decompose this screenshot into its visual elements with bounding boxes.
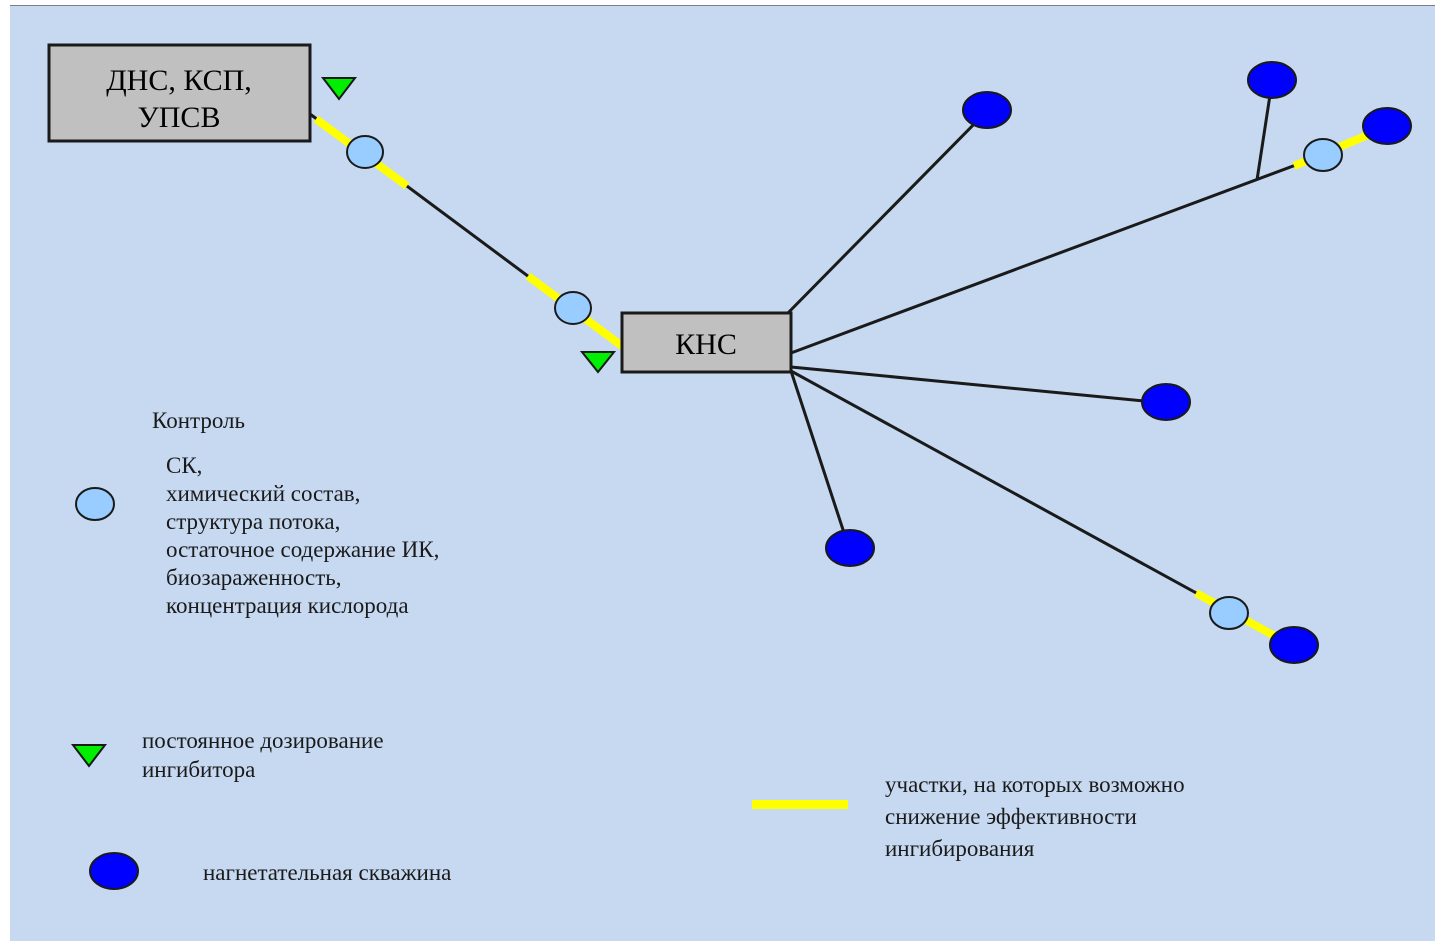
dosing-points bbox=[320, 77, 617, 374]
legend-dosing-triangle-icon bbox=[70, 744, 108, 768]
injection-wells bbox=[825, 61, 1412, 664]
legend-well-label: нагнетательная скважина bbox=[203, 860, 452, 885]
legend-risk-label-3: ингибирования bbox=[885, 836, 1035, 861]
control-point-icon bbox=[1303, 138, 1343, 172]
control-points bbox=[346, 135, 1343, 630]
diagram-canvas: ДНС, КСП, УПСВ КНС bbox=[10, 5, 1435, 941]
pipeline-kns-to-well-6 bbox=[789, 370, 851, 549]
control-point-icon bbox=[346, 135, 384, 169]
legend-risk-label-2: снижение эффективности bbox=[885, 804, 1137, 829]
legend-control-item: биозараженность, bbox=[166, 565, 342, 590]
kns-box[interactable]: КНС bbox=[620, 311, 793, 374]
control-point-icon bbox=[1209, 596, 1249, 630]
legend-control-title: Контроль bbox=[152, 408, 245, 433]
pipeline-kns-to-well-1 bbox=[781, 110, 988, 320]
legend-control-item: остаточное содержание ИК, bbox=[166, 537, 440, 562]
injection-well-icon[interactable] bbox=[1362, 107, 1412, 145]
legend-injection-well-icon bbox=[89, 852, 139, 890]
legend-control-item: структура потока, bbox=[166, 509, 341, 534]
dosing-triangle-icon bbox=[579, 351, 617, 374]
control-point-icon bbox=[554, 291, 592, 325]
pipeline-network: ДНС, КСП, УПСВ КНС bbox=[47, 43, 1412, 890]
source-box-line1: ДНС, КСП, bbox=[106, 64, 252, 97]
source-box-line2: УПСВ bbox=[138, 101, 221, 134]
legend-dosing-label-1: постоянное дозирование bbox=[142, 728, 384, 753]
legend-control-list-wrap: СК, химический состав, структура потока, ос… bbox=[166, 452, 546, 640]
injection-well-icon[interactable] bbox=[962, 91, 1012, 129]
kns-box-label: КНС bbox=[675, 328, 737, 361]
legend-risk-label-1: участки, на которых возможно bbox=[885, 772, 1185, 797]
dosing-triangle-icon bbox=[320, 77, 358, 101]
injection-well-icon[interactable] bbox=[1247, 61, 1297, 99]
pipeline-kns-main-branch bbox=[790, 154, 1321, 355]
legend-dosing-label-2: ингибитора bbox=[142, 757, 256, 782]
legend-control-item: СК, bbox=[166, 453, 203, 478]
injection-well-icon[interactable] bbox=[1269, 626, 1319, 664]
source-box[interactable]: ДНС, КСП, УПСВ bbox=[47, 43, 312, 143]
legend-control-list: СК, химический состав, структура потока, ос… bbox=[166, 452, 439, 620]
legend-risk-segment-icon bbox=[752, 800, 848, 809]
legend-icons bbox=[70, 487, 848, 890]
injection-well-icon[interactable] bbox=[1141, 383, 1191, 421]
legend-control-item: концентрация кислорода bbox=[166, 593, 409, 618]
legend-control-item: химический состав, bbox=[166, 481, 361, 506]
pipeline-kns-to-well-4 bbox=[790, 365, 1166, 405]
injection-well-icon[interactable] bbox=[825, 529, 875, 567]
legend-control-point-icon bbox=[75, 487, 115, 521]
